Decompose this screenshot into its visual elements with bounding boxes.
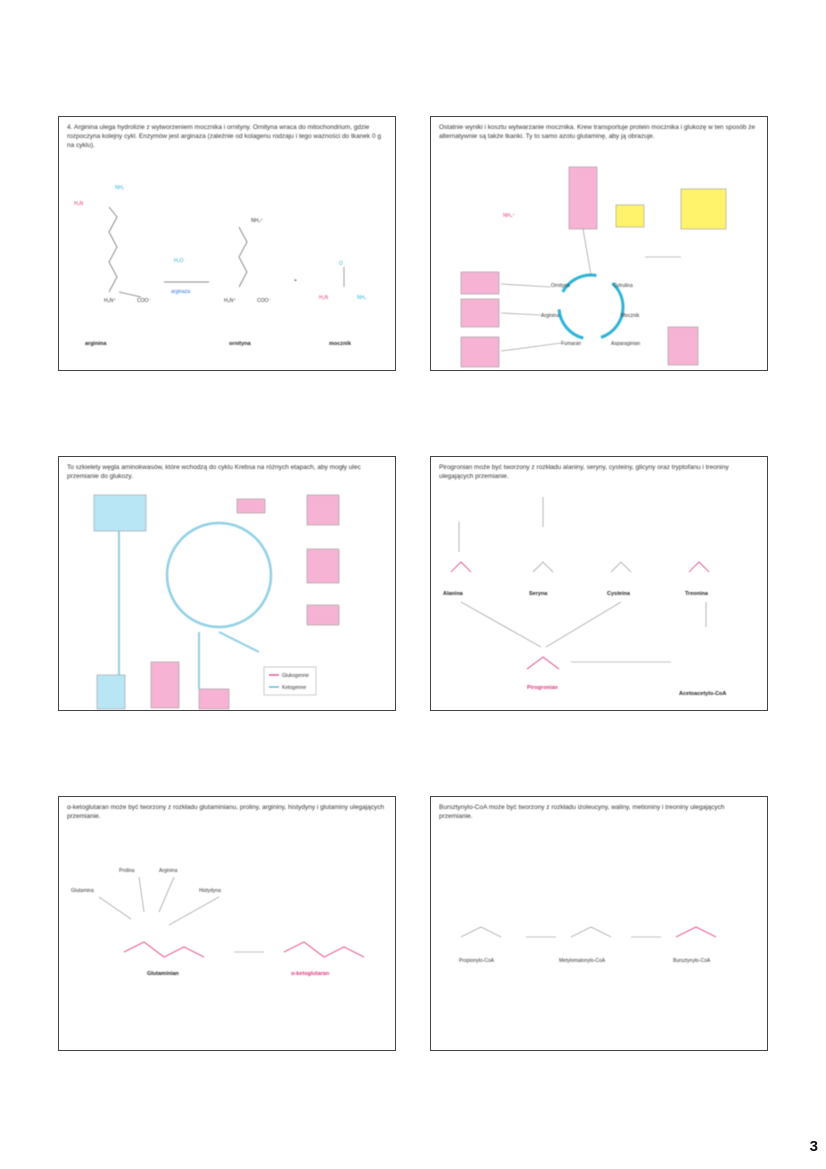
- slide-6: Bursztynylo-CoA może być tworzony z rozk…: [430, 796, 768, 1051]
- label-mocznik: mocznik: [329, 341, 352, 347]
- slide-3-diagram: Glukogenne Ketogenne: [93, 494, 340, 710]
- slide-5: α-ketoglutaran może być tworzony z rozkł…: [58, 796, 396, 1051]
- label-pirogronian: Pirogronian: [527, 685, 559, 691]
- label-arginina: arginina: [85, 341, 107, 347]
- slide-5-diagram: Glutamina Prolina Arginina Histydyna Glu…: [71, 868, 365, 977]
- label-glutaminian: Glutaminian: [147, 971, 179, 977]
- svg-text:NH₂: NH₂: [115, 185, 124, 191]
- legend-glukogenne: Glukogenne: [282, 673, 309, 679]
- slide-3-caption: To szkielety węgla aminokwasów, które wc…: [67, 464, 361, 480]
- label-arginina: Arginina: [159, 868, 178, 874]
- label-glutamina: Glutamina: [71, 888, 94, 894]
- label-bursztynylo-coa: Bursztynylo-CoA: [673, 958, 711, 964]
- slide-1-caption: 4. Arginina ulega hydrolizie z wytworzen…: [67, 124, 381, 149]
- node-mocznik: Mocznik: [621, 313, 640, 319]
- slide-6-diagram: Propionylo-CoA Metylomalonylo-CoA Burszt…: [459, 926, 717, 964]
- svg-text:H₂N: H₂N: [74, 201, 84, 207]
- label-alanina: Alanina: [443, 591, 464, 597]
- svg-text:COO⁻: COO⁻: [137, 298, 151, 304]
- svg-text:H₃N⁺: H₃N⁺: [104, 298, 116, 304]
- label-ornityna: ornityna: [229, 341, 252, 347]
- svg-text:NH₄⁺: NH₄⁺: [503, 213, 515, 219]
- svg-text:H₃N⁺: H₃N⁺: [224, 298, 236, 304]
- svg-text:O: O: [339, 261, 343, 267]
- node-arginina: Arginina: [541, 313, 560, 319]
- label-alfa-ketoglutaran: α-ketoglutaran: [291, 971, 330, 977]
- legend-ketogenne: Ketogenne: [282, 685, 306, 691]
- node-ornityna: Ornityna: [551, 283, 570, 289]
- slide-2-caption: Ostatnie wyniki i kosztu wytwarzanie moc…: [439, 124, 756, 140]
- slide-6-caption: Bursztynylo-CoA może być tworzony z rozk…: [439, 804, 725, 820]
- svg-text:NH₃⁺: NH₃⁺: [251, 218, 263, 224]
- slide-3: To szkielety węgla aminokwasów, które wc…: [58, 456, 396, 711]
- label-histydyna: Histydyna: [199, 888, 221, 894]
- node-fumaran: Fumaran: [561, 341, 581, 347]
- svg-text:+: +: [294, 278, 297, 284]
- page-number: 3: [809, 1138, 818, 1155]
- svg-text:H₂N: H₂N: [319, 295, 329, 301]
- label-treonina: Treonina: [685, 591, 709, 597]
- svg-text:COO⁻: COO⁻: [257, 298, 271, 304]
- label-metylomalonylo-coa: Metylomalonylo-CoA: [559, 958, 606, 964]
- svg-text:NH₂: NH₂: [357, 295, 366, 301]
- label-propionylo-coa: Propionylo-CoA: [459, 958, 495, 964]
- slide-2-diagram: Ornityna Cytrulina Arginina Mocznik Fuma…: [460, 166, 727, 368]
- label-cysteina: Cysteina: [607, 591, 631, 597]
- node-cytrulina: Cytrulina: [613, 283, 633, 289]
- slide-5-caption: α-ketoglutaran może być tworzony z rozkł…: [67, 804, 385, 820]
- label-seryna: Seryna: [529, 591, 548, 597]
- slide-4-diagram: Alanina Seryna Cysteina Treonina Pirogro…: [443, 497, 726, 697]
- slide-1: 4. Arginina ulega hydrolizie z wytworzen…: [58, 116, 396, 371]
- slide-4-caption: Pirogronian może być tworzony z rozkładu…: [439, 464, 729, 480]
- slide-4: Pirogronian może być tworzony z rozkładu…: [430, 456, 768, 711]
- label-acetoacetylo-coa: Acetoacetylo-CoA: [679, 691, 726, 697]
- svg-text:H₂O: H₂O: [174, 258, 184, 264]
- label-prolina: Prolina: [119, 868, 135, 874]
- slide-2: Ostatnie wyniki i kosztu wytwarzanie moc…: [430, 116, 768, 371]
- slide-1-diagram: H₂N NH₂ H₃N⁺ COO⁻ H₂O arginaza NH₃⁺ H₃N⁺…: [74, 185, 366, 347]
- node-asparaginian: Asparaginian: [611, 341, 640, 347]
- enzyme-label: arginaza: [171, 289, 190, 295]
